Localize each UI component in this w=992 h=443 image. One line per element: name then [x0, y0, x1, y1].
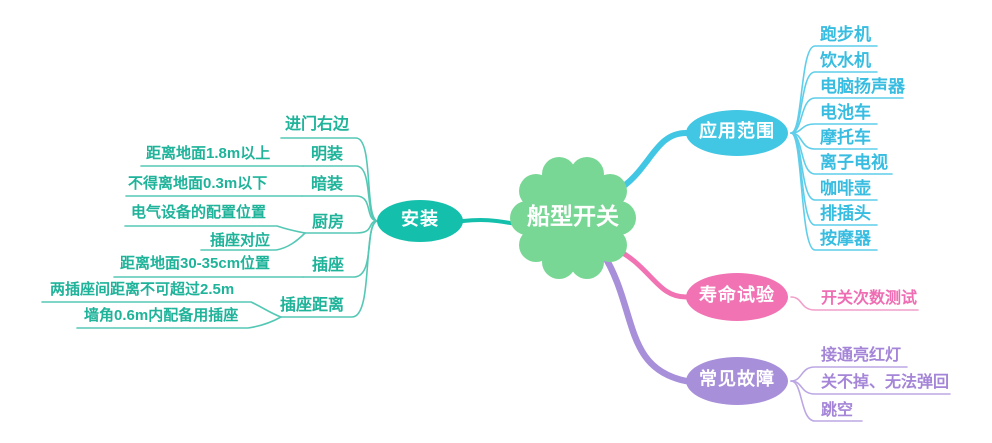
branch-faults-label[interactable]: 常见故障	[699, 369, 775, 389]
topic-electrical-equipment-position[interactable]: 电气设备的配置位置	[131, 204, 267, 221]
life-test-wires	[790, 296, 919, 311]
topic-red-light-on[interactable]: 接通亮红灯	[821, 347, 902, 364]
topic-power-strip[interactable]: 排插头	[820, 204, 871, 223]
branch-life-test-label[interactable]: 寿命试验	[699, 285, 775, 305]
topic-treadmill[interactable]: 跑步机	[820, 25, 871, 44]
topic-corner-backup-socket[interactable]: 墙角0.6m内配备用插座	[84, 307, 239, 324]
branch-install-label[interactable]: 安装	[401, 209, 439, 229]
topic-socket[interactable]: 插座	[312, 257, 345, 274]
topic-battery-vehicle[interactable]: 电池车	[820, 103, 871, 122]
central-topic-label[interactable]: 船型开关	[527, 203, 619, 229]
install-wires	[41, 137, 379, 329]
topic-water-dispenser[interactable]: 饮水机	[820, 51, 871, 70]
topic-switch-cycle-test[interactable]: 开关次数测试	[821, 290, 918, 307]
topic-above-1-8m[interactable]: 距离地面1.8m以上	[146, 145, 271, 162]
central-topic-shape[interactable]	[510, 157, 636, 279]
faults-wires	[790, 366, 951, 422]
topic-socket-match[interactable]: 插座对应	[210, 232, 271, 249]
faults-node-shape[interactable]	[686, 357, 788, 405]
topic-cannot-turn-off[interactable]: 关不掉、无法弹回	[821, 374, 950, 391]
application-wires	[790, 45, 904, 251]
trunk-install	[461, 218, 518, 226]
application-node-shape[interactable]	[686, 110, 788, 156]
trunk-faults	[598, 248, 690, 385]
topic-massager[interactable]: 按摩器	[820, 229, 871, 248]
topic-entry-right-side[interactable]: 进门右边	[285, 116, 350, 133]
topic-not-below-0-3m[interactable]: 不得离地面0.3m以下	[128, 175, 268, 192]
trunk-application	[612, 130, 689, 195]
install-node-shape[interactable]	[377, 200, 463, 242]
topic-motorcycle[interactable]: 摩托车	[820, 128, 871, 147]
topic-coffee-pot[interactable]: 咖啡壶	[820, 179, 871, 198]
life-test-node-shape[interactable]	[686, 273, 788, 321]
topic-30-35cm-position[interactable]: 距离地面30-35cm位置	[120, 255, 271, 272]
topic-surface-mount[interactable]: 明装	[311, 146, 344, 163]
topic-computer-speaker[interactable]: 电脑扬声器	[820, 77, 905, 96]
topic-max-2-5m-between-sockets[interactable]: 两插座间距离不可超过2.5m	[50, 281, 235, 298]
branch-application-label[interactable]: 应用范围	[699, 121, 775, 141]
topic-ion-tv[interactable]: 离子电视	[820, 153, 888, 172]
topic-socket-distance[interactable]: 插座距离	[280, 297, 345, 314]
topic-trip-gap[interactable]: 跳空	[821, 402, 854, 419]
topic-kitchen[interactable]: 厨房	[312, 214, 345, 231]
topic-concealed-mount[interactable]: 暗装	[311, 176, 344, 193]
